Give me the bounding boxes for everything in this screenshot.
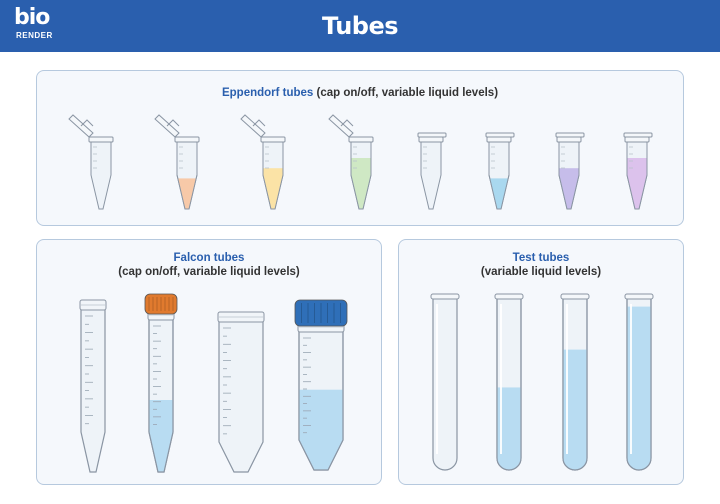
biorender-logo[interactable]: bio RENDER: [12, 6, 60, 46]
page-title: Tubes: [321, 12, 399, 40]
test-tubes-subtitle: (variable liquid levels): [480, 266, 602, 278]
test-tubes-panel: Test tubes (variable liquid levels): [398, 239, 684, 485]
falcon-subtitle: (cap on/off, variable liquid levels): [118, 266, 300, 278]
falcon-cap: [144, 293, 178, 315]
header-bar: bio RENDER Tubes: [0, 0, 720, 52]
eppendorf-tube: [154, 114, 200, 210]
falcon-panel: Falcon tubes (cap on/off, variable liqui…: [36, 239, 382, 485]
eppendorf-title: Eppendorf tubes (cap on/off, variable li…: [37, 87, 683, 99]
falcon-tube: [144, 293, 178, 473]
eppendorf-title-sub: (cap on/off, variable liquid levels): [313, 87, 499, 99]
eppendorf-title-main: Eppendorf tubes: [221, 87, 314, 99]
test-tube: [430, 293, 460, 471]
logo-subtext: RENDER: [16, 31, 53, 40]
falcon-tubes-illustration: [79, 293, 348, 473]
falcon-cap: [294, 299, 348, 327]
test-tubes-title: Test tubes: [512, 252, 570, 264]
test-tubes-illustration: [430, 293, 654, 471]
eppendorf-tube: [485, 132, 515, 210]
eppendorf-tube: [623, 132, 653, 210]
falcon-tube: [217, 311, 265, 473]
eppendorf-panel: Eppendorf tubes (cap on/off, variable li…: [36, 70, 684, 226]
eppendorf-tube: [417, 132, 447, 210]
eppendorf-tubes-illustration: [68, 114, 653, 210]
falcon-tube: [79, 299, 107, 473]
eppendorf-tube: [328, 114, 374, 210]
test-tube: [494, 293, 524, 471]
eppendorf-tube: [555, 132, 585, 210]
test-tube: [560, 293, 590, 471]
falcon-title: Falcon tubes: [173, 252, 245, 264]
eppendorf-tube: [68, 114, 114, 210]
eppendorf-tube: [240, 114, 286, 210]
falcon-tube: [294, 299, 348, 471]
logo-word: bio: [14, 5, 50, 30]
test-tube: [624, 293, 654, 471]
